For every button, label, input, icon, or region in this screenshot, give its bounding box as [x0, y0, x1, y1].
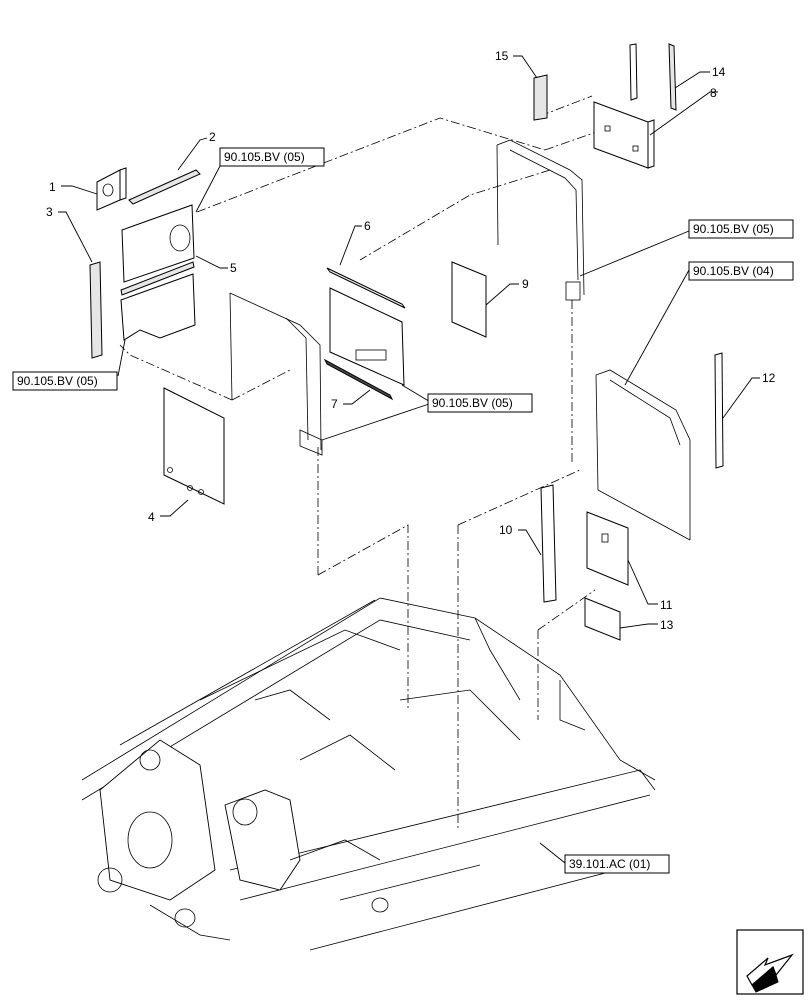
callout-7: 7 — [331, 397, 338, 411]
reference-label: 90.105.BV (05) — [693, 222, 774, 236]
part-1-plate — [96, 167, 127, 211]
callout-10: 10 — [499, 523, 513, 537]
reference-label: 90.105.BV (05) — [432, 396, 513, 410]
reference-label: 90.105.BV (05) — [224, 150, 305, 164]
reference-boxes: 90.105.BV (05) 90.105.BV (05) 90.105.BV … — [12, 147, 794, 874]
reference-label: 90.105.BV (04) — [693, 264, 774, 278]
part-6-strip — [326, 267, 406, 309]
callout-9: 9 — [522, 277, 529, 291]
part-2-strip — [128, 169, 201, 205]
part-3-bar — [89, 261, 103, 359]
callout-4: 4 — [148, 510, 155, 524]
arrow-left-down-icon[interactable] — [736, 929, 804, 995]
part-13-panel — [584, 597, 621, 641]
part-11-panel — [586, 511, 629, 586]
leader-lines — [58, 55, 760, 864]
upper-right-frame — [496, 139, 585, 301]
callout-labels: 1 2 3 4 5 6 7 8 9 10 11 12 13 14 15 — [46, 49, 776, 632]
callout-6: 6 — [364, 219, 371, 233]
part-15-block — [533, 74, 548, 121]
callout-13: 13 — [660, 618, 674, 632]
callout-8: 8 — [710, 86, 717, 100]
callout-15: 15 — [495, 49, 509, 63]
part-14-strips — [629, 43, 677, 111]
reference-label: 39.101.AC (01) — [569, 857, 650, 871]
part-8-plate — [593, 101, 655, 169]
callout-12: 12 — [762, 371, 776, 385]
middle-panel — [323, 287, 405, 401]
part-10-bar — [540, 484, 557, 603]
part-9-panel — [451, 261, 487, 338]
right-frame — [595, 369, 691, 541]
left-frame-post — [229, 292, 323, 456]
callout-5: 5 — [230, 261, 237, 275]
callout-1: 1 — [49, 180, 56, 194]
callout-3: 3 — [46, 205, 53, 219]
reference-label: 90.105.BV (05) — [17, 374, 98, 388]
part-4-panel — [163, 387, 225, 505]
part-5-panel — [120, 204, 196, 341]
part-12-bar — [714, 352, 724, 469]
callout-11: 11 — [660, 598, 673, 612]
callout-14: 14 — [712, 65, 726, 79]
lower-chassis — [81, 597, 656, 951]
callout-2: 2 — [209, 130, 216, 144]
